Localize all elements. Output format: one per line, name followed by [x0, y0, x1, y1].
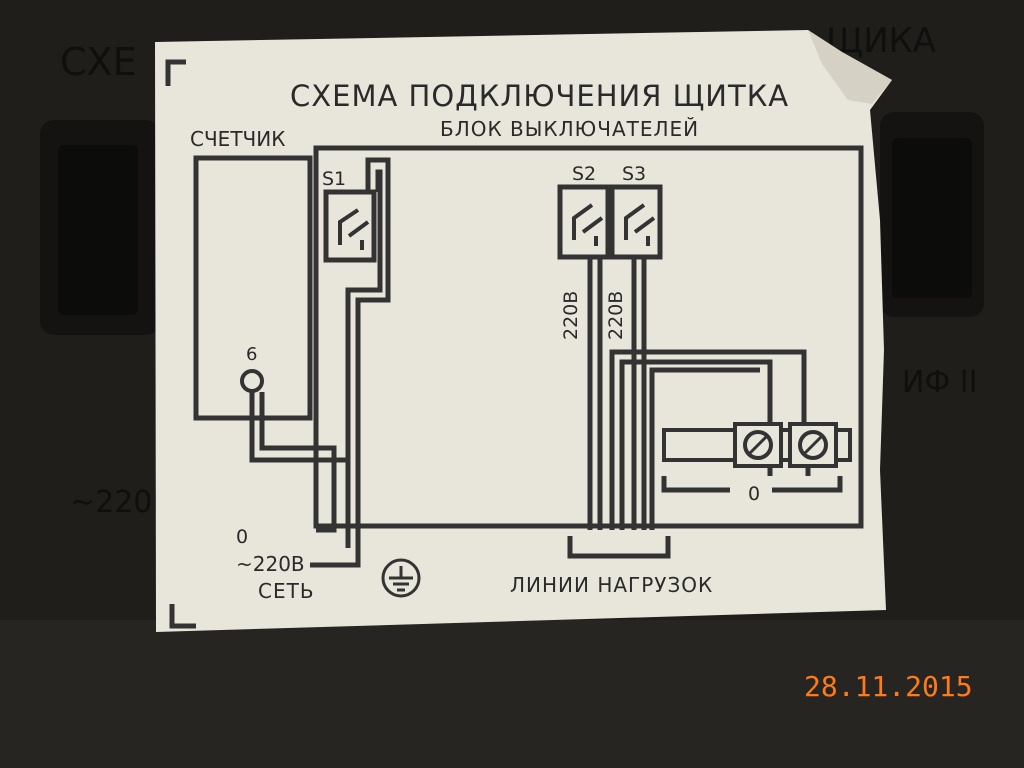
mains-phase-label: ~220В	[236, 552, 305, 576]
switch-label-s3: S3	[622, 163, 646, 185]
load-lines-bracket	[567, 536, 671, 559]
voltage-label-s3: 220В	[605, 291, 627, 340]
breaker-s3-symbol	[624, 203, 656, 246]
breaker-s3-body	[609, 184, 663, 260]
terminal-screw-2-slot	[803, 435, 823, 455]
paper-sheet	[155, 30, 892, 632]
wire-neutral-b	[619, 359, 773, 530]
panel-cutout-left-inner	[58, 145, 138, 315]
neutral-bus	[661, 422, 852, 493]
wire-neutral-a	[609, 349, 807, 530]
wire-meter-out	[249, 392, 348, 463]
terminal-screw-1-slot	[748, 435, 768, 455]
corner-mark-bottom-left	[169, 604, 196, 629]
wire-s1-inner	[345, 169, 383, 548]
bg-text-right-mid: ИФ II	[902, 365, 978, 400]
mains-label: СЕТЬ	[258, 579, 315, 603]
date-stamp: 28.11.2015	[804, 670, 973, 703]
switch-label-s2: S2	[572, 163, 596, 185]
ground-icon	[381, 558, 421, 598]
neutral-bus-bracket	[661, 476, 843, 493]
breaker-s2-body	[557, 184, 611, 260]
breaker-s1-body	[323, 189, 377, 263]
mains-neutral-label: 0	[236, 526, 248, 548]
ground-icon-lines	[389, 566, 413, 592]
wiring	[249, 157, 811, 568]
load-lines-label: ЛИНИИ НАГРУЗОК	[510, 573, 713, 597]
breaker-s3	[609, 184, 663, 260]
switch-block-label: БЛОК ВЫКЛЮЧАТЕЛЕЙ	[440, 117, 699, 141]
terminal-screw-1	[743, 430, 773, 460]
voltage-label-s2: 220В	[560, 291, 582, 340]
wire-neutral-c	[649, 367, 760, 530]
bg-text-top-left: СХЕ	[60, 40, 137, 84]
wire-s1-outer	[310, 157, 391, 568]
switch-label-s1: S1	[322, 168, 346, 190]
breaker-s1-symbol	[338, 208, 370, 250]
wire-meter-loop	[259, 392, 337, 533]
panel-cutout-right-inner	[892, 138, 972, 298]
ground-icon-circle	[381, 558, 421, 598]
meter-terminal-label: 6	[246, 344, 257, 365]
paper-curled-corner	[808, 30, 892, 104]
corner-mark-top-left	[165, 59, 186, 86]
diagram-title: СХЕМА ПОДКЛЮЧЕНИЯ ЩИТКА	[290, 79, 789, 113]
neutral-bus-label: 0	[748, 483, 760, 505]
terminal-screw-2	[798, 430, 828, 460]
meter-terminal-circle	[240, 369, 264, 393]
panel-lower-band	[0, 620, 1024, 768]
breaker-s2	[557, 184, 611, 260]
paper-label: СХЕМА ПОДКЛЮЧЕНИЯ ЩИТКА СЧЕТЧИК БЛОК ВЫК…	[155, 30, 892, 632]
meter-label: СЧЕТЧИК	[190, 127, 285, 151]
breaker-s2-symbol	[572, 203, 604, 246]
breaker-s1	[323, 189, 377, 263]
